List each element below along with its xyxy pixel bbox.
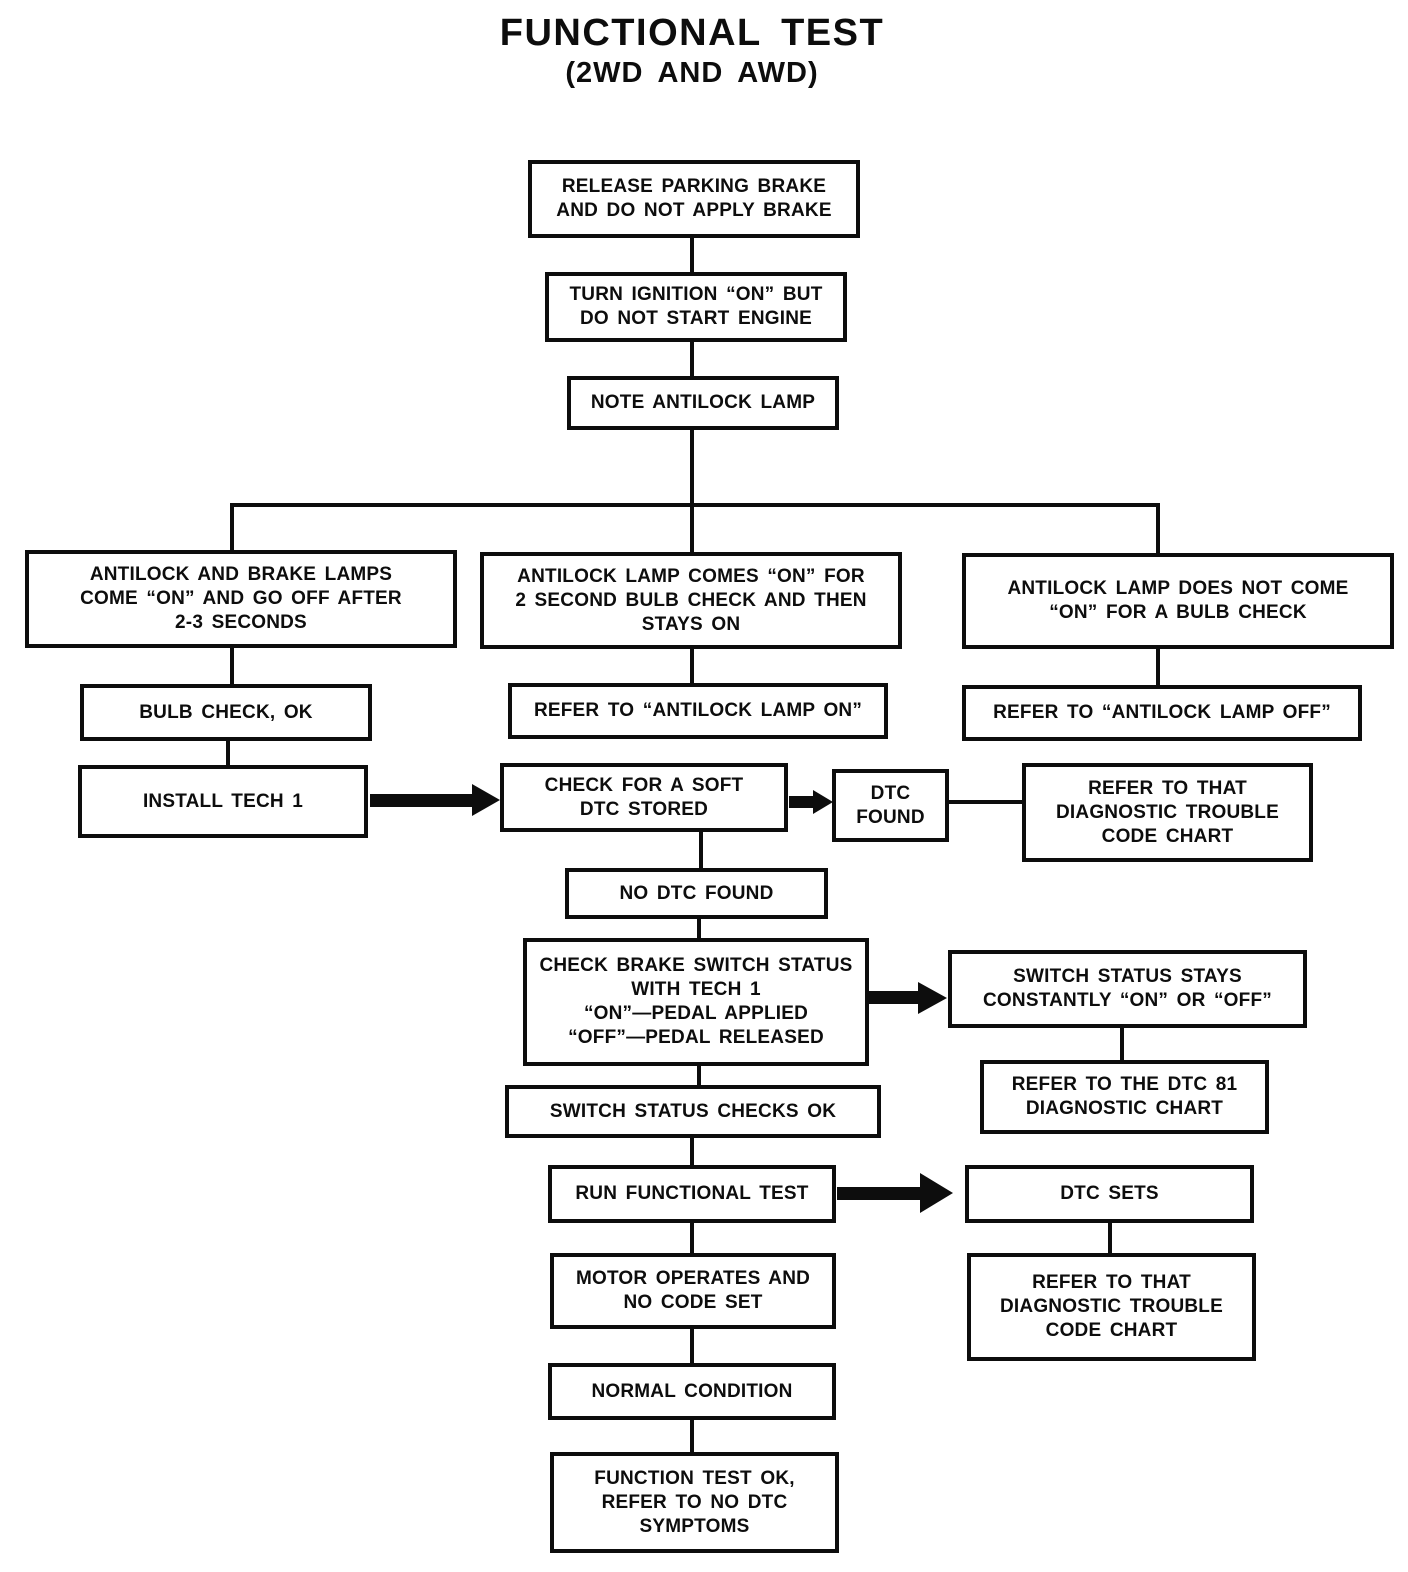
arrow-right-icon: [813, 790, 833, 814]
connector-motor-to-normal: [690, 1329, 694, 1363]
connector-ignition-to-notelamp: [690, 342, 694, 376]
connector-split-to-left-branch: [230, 505, 234, 550]
connector-dtcsets-to-referchart2: [1108, 1223, 1112, 1253]
arrow-right-icon: [918, 982, 947, 1014]
connector-runtest-to-motor: [690, 1223, 694, 1253]
node-refer-antilock-lamp-on: REFER TO “ANTILOCK LAMP ON”: [508, 683, 888, 739]
node-function-test-ok: FUNCTION TEST OK, REFER TO NO DTC SYMPTO…: [550, 1452, 839, 1553]
connector-brakeswitch-to-switchok: [697, 1065, 701, 1085]
page-subtitle: (2WD AND AWD): [565, 57, 819, 89]
node-refer-dtc-chart-2: REFER TO THAT DIAGNOSTIC TROUBLE CODE CH…: [967, 1253, 1256, 1361]
node-normal-condition: NORMAL CONDITION: [548, 1363, 836, 1420]
node-turn-ignition-on: TURN IGNITION “ON” BUT DO NOT START ENGI…: [545, 272, 847, 342]
node-no-dtc-found: NO DTC FOUND: [565, 868, 828, 919]
node-bulb-check-ok: BULB CHECK, OK: [80, 684, 372, 741]
connector-noton-to-referoff: [1156, 648, 1160, 685]
node-switch-status-checks-ok: SWITCH STATUS CHECKS OK: [505, 1085, 881, 1138]
connector-dtcfound-to-referchart: [948, 800, 1022, 804]
node-dtc-found: DTC FOUND: [832, 769, 949, 842]
node-lamp-does-not-come-on: ANTILOCK LAMP DOES NOT COME “ON” FOR A B…: [962, 553, 1394, 649]
connector-split-horizontal: [230, 503, 1160, 507]
connector-stayson-to-referon: [690, 648, 694, 683]
node-release-parking-brake: RELEASE PARKING BRAKE AND DO NOT APPLY B…: [528, 160, 860, 238]
connector-split-to-middle-branch: [690, 505, 694, 552]
node-check-brake-switch: CHECK BRAKE SWITCH STATUS WITH TECH 1 “O…: [523, 938, 869, 1066]
node-switch-status-stuck: SWITCH STATUS STAYS CONSTANTLY “ON” OR “…: [948, 950, 1307, 1028]
arrow-right-icon: [472, 784, 500, 816]
connector-switchok-to-runtest: [690, 1138, 694, 1165]
page-title: FUNCTIONAL TEST: [499, 12, 885, 54]
arrow-shaft: [837, 1187, 920, 1200]
node-run-functional-test: RUN FUNCTIONAL TEST: [548, 1165, 836, 1223]
connector-bulbcheck-to-install: [226, 740, 230, 765]
connector-normal-to-functionok: [690, 1420, 694, 1452]
node-refer-dtc-chart-1: REFER TO THAT DIAGNOSTIC TROUBLE CODE CH…: [1022, 763, 1313, 862]
connector-release-to-ignition: [690, 238, 694, 272]
node-dtc-sets: DTC SETS: [965, 1165, 1254, 1223]
arrow-right-icon: [920, 1173, 953, 1213]
connector-nodtc-to-brakeswitch: [697, 919, 701, 938]
connector-notelamp-to-split: [690, 430, 694, 505]
connector-lampsoff-to-bulbcheck: [230, 647, 234, 684]
arrow-shaft: [866, 991, 918, 1004]
node-install-tech1: INSTALL TECH 1: [78, 765, 368, 838]
arrow-shaft: [789, 796, 813, 808]
connector-stuck-to-dtc81: [1120, 1028, 1124, 1060]
connector-split-to-right-branch: [1156, 505, 1160, 553]
node-note-antilock-lamp: NOTE ANTILOCK LAMP: [567, 376, 839, 430]
node-refer-antilock-lamp-off: REFER TO “ANTILOCK LAMP OFF”: [962, 685, 1362, 741]
node-lamps-go-off: ANTILOCK AND BRAKE LAMPS COME “ON” AND G…: [25, 550, 457, 648]
node-motor-operates: MOTOR OPERATES AND NO CODE SET: [550, 1253, 836, 1329]
node-check-soft-dtc: CHECK FOR A SOFT DTC STORED: [500, 763, 788, 832]
node-lamp-stays-on: ANTILOCK LAMP COMES “ON” FOR 2 SECOND BU…: [480, 552, 902, 649]
connector-checkdtc-to-nodtc: [699, 831, 703, 868]
node-refer-dtc81-chart: REFER TO THE DTC 81 DIAGNOSTIC CHART: [980, 1060, 1269, 1134]
arrow-shaft: [370, 794, 472, 807]
